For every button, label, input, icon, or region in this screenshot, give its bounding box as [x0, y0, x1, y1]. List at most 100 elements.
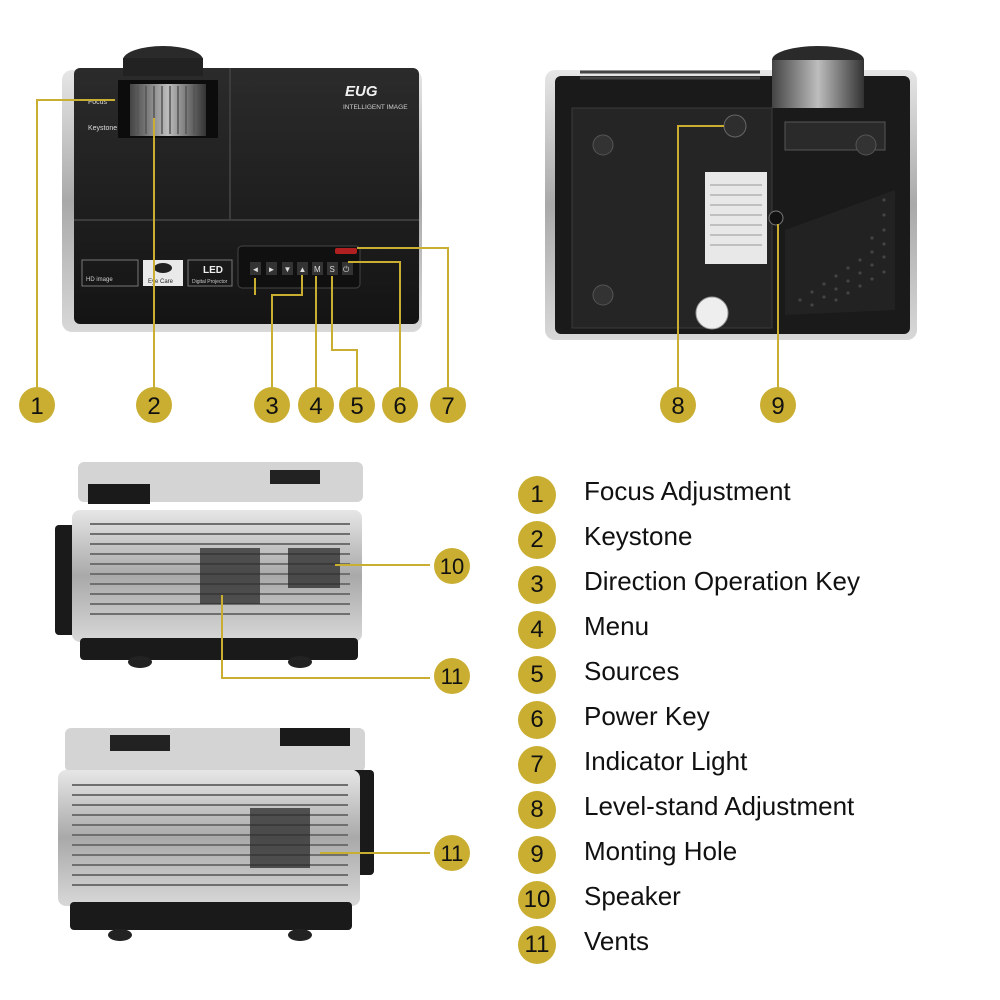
- side2-base: [70, 902, 352, 930]
- leader-5: [331, 276, 358, 388]
- bottom-top-vents: [580, 70, 760, 80]
- side2-foot-left: [108, 929, 132, 941]
- speaker-grill-holes: [798, 198, 886, 307]
- hd-label: HD image: [86, 277, 113, 283]
- led-logo-box: [187, 259, 233, 287]
- legend-item: 5 Sources: [518, 650, 988, 695]
- button-source-glyph: S: [330, 265, 335, 274]
- legend-item: 2 Keystone: [518, 515, 988, 560]
- bottom-speaker-grill: [785, 190, 895, 315]
- button-right[interactable]: [266, 262, 277, 275]
- legend-number-badge: 8: [518, 791, 556, 829]
- callout-2: 2: [136, 387, 172, 423]
- level-stand-knob-icon[interactable]: [723, 114, 747, 138]
- led-label: LED: [203, 265, 223, 276]
- leader-8: [677, 125, 724, 388]
- callout-3: 3: [254, 387, 290, 423]
- callout-4: 4: [298, 387, 334, 423]
- side2-top-label: [110, 735, 170, 751]
- callout-9: 9: [760, 387, 796, 423]
- callout-11a-number: 11: [441, 664, 464, 689]
- button-up-glyph: ▲: [299, 265, 307, 274]
- legend-label: Power Key: [584, 701, 710, 731]
- side1-top-label: [270, 470, 320, 484]
- legend-number-badge: 5: [518, 656, 556, 694]
- side2-foot-right: [288, 929, 312, 941]
- eye-icon: [154, 263, 172, 273]
- lens-barrel: [123, 58, 203, 76]
- legend-number-badge: 4: [518, 611, 556, 649]
- spec-sticker: [705, 172, 767, 264]
- projector-side-view-vents: [58, 728, 374, 941]
- side1-vent-grille: [200, 548, 260, 604]
- rubber-foot-top-left: [592, 134, 614, 156]
- keystone-label: Keystone: [88, 125, 117, 132]
- callout-7: 7: [430, 387, 466, 423]
- callout-10: 10: [434, 548, 470, 584]
- legend-label: Sources: [584, 656, 680, 686]
- legend-item: 11 Vents: [518, 920, 988, 965]
- button-up[interactable]: [297, 262, 308, 275]
- mounting-hole-icon: [768, 210, 784, 226]
- callout-9-number: 9: [771, 393, 784, 420]
- leader-7: [357, 247, 449, 388]
- callout-1-number: 1: [30, 393, 43, 420]
- legend-item: 6 Power Key: [518, 695, 988, 740]
- leader-1: [36, 99, 115, 388]
- legend-label: Direction Operation Key: [584, 566, 861, 596]
- power-icon: ⏻: [343, 265, 350, 274]
- callout-6-number: 6: [393, 393, 406, 420]
- side1-foot-right: [288, 656, 312, 668]
- legend-label: Level-stand Adjustment: [584, 791, 855, 821]
- callout-badges: 1 2 3 4 5 6 7 8: [19, 387, 796, 871]
- callout-3-number: 3: [265, 393, 278, 420]
- button-left-glyph: ◄: [252, 265, 260, 274]
- projector-front-view: Focus Keystone EUG INTELLIGENT IMAGE HD …: [62, 46, 422, 332]
- bottom-lens-barrel: [772, 60, 864, 108]
- button-down-glyph: ▼: [284, 265, 292, 274]
- legend-number-badge: 6: [518, 701, 556, 739]
- legend-label: Menu: [584, 611, 650, 641]
- legend-label: Monting Hole: [584, 836, 738, 866]
- button-power[interactable]: [342, 262, 353, 275]
- control-buttons: ◄ ► ▼ ▲ M S ⏻: [250, 262, 353, 275]
- legend-number-badge: 1: [518, 476, 556, 514]
- callout-4-number: 4: [309, 393, 322, 420]
- legend-number-badge: 3: [518, 566, 556, 604]
- spec-sticker-lines: [710, 184, 762, 246]
- legend-number-badge: 2: [518, 521, 556, 559]
- legend-item: 9 Monting Hole: [518, 830, 988, 875]
- callout-5: 5: [339, 387, 375, 423]
- rubber-foot-top-right: [855, 134, 877, 156]
- side2-top-opening: [280, 728, 350, 746]
- led-sublabel: Digital Projector: [192, 279, 228, 285]
- button-down[interactable]: [282, 262, 293, 275]
- legend-label: Indicator Light: [584, 746, 748, 776]
- callout-8: 8: [660, 387, 696, 423]
- hd-logo-box: [81, 259, 139, 287]
- legend-number-badge: 10: [518, 881, 556, 919]
- button-menu[interactable]: [312, 262, 323, 275]
- leader-3a: [271, 275, 303, 388]
- legend-item: 4 Menu: [518, 605, 988, 650]
- side1-speaker-grille: [288, 548, 340, 588]
- callout-2-number: 2: [147, 393, 160, 420]
- callout-1: 1: [19, 387, 55, 423]
- side2-vent-grille: [250, 808, 310, 868]
- button-source[interactable]: [327, 262, 338, 275]
- callout-7-number: 7: [441, 393, 454, 420]
- eyecare-label: Eye Care: [148, 279, 174, 285]
- legend-label: Speaker: [584, 881, 681, 911]
- brand-tagline: INTELLIGENT IMAGE: [343, 104, 408, 111]
- button-left[interactable]: [250, 262, 261, 275]
- callout-5-number: 5: [350, 393, 363, 420]
- legend-label: Focus Adjustment: [584, 476, 791, 506]
- callout-11b-number: 11: [441, 841, 464, 866]
- legend-number-badge: 7: [518, 746, 556, 784]
- legend-number-badge: 11: [518, 926, 556, 964]
- legend-label: Vents: [584, 926, 650, 956]
- side1-foot-left: [128, 656, 152, 668]
- legend-item: 1 Focus Adjustment: [518, 470, 988, 515]
- legend-item: 7 Indicator Light: [518, 740, 988, 785]
